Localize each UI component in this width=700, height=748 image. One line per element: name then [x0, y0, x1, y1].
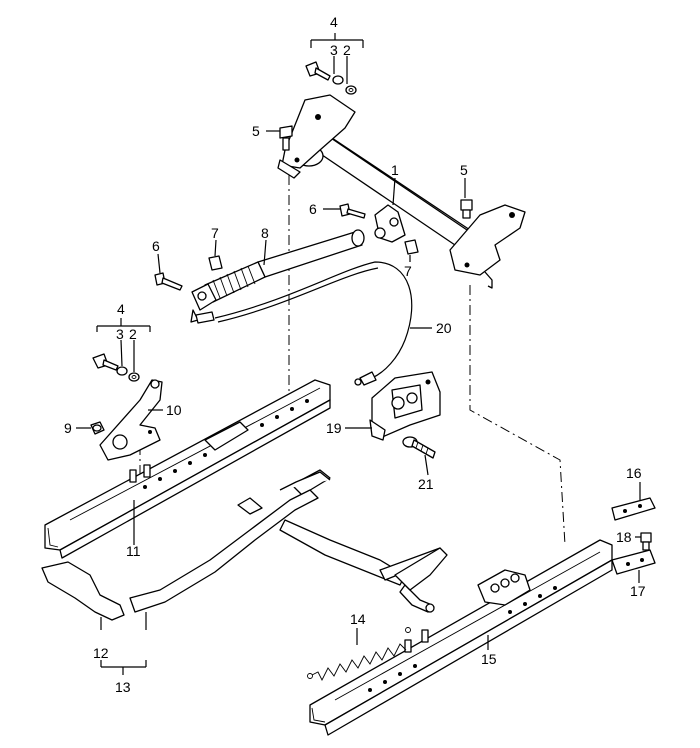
callout-10: 10 — [166, 402, 182, 418]
callout-4-left: 4 — [117, 301, 125, 317]
callout-13: 13 — [115, 679, 131, 695]
callout-6-upper: 6 — [309, 201, 317, 217]
callout-5-left: 5 — [252, 123, 260, 139]
bracket-part-10 — [99, 379, 163, 461]
callout-labels: 4 3 2 5 5 1 6 7 8 6 7 4 20 3 2 10 9 19 1… — [64, 14, 646, 695]
callout-1: 1 — [391, 162, 399, 178]
callout-21: 21 — [418, 476, 434, 492]
cable-part-20 — [195, 261, 413, 386]
callout-7-left: 7 — [211, 225, 219, 241]
rail-11-holes — [143, 399, 309, 489]
callout-3-top: 3 — [330, 42, 338, 58]
callout-11: 11 — [126, 543, 141, 559]
callout-12: 12 — [93, 645, 109, 661]
callout-20: 20 — [436, 320, 452, 336]
callout-8: 8 — [261, 225, 269, 241]
callout-5-right: 5 — [460, 162, 468, 178]
crossbar-frame — [279, 469, 448, 613]
callout-2-left: 2 — [129, 326, 137, 342]
release-bar — [129, 489, 319, 613]
brackets-parts-16-17-18 — [611, 497, 656, 575]
left-rail-part-11 — [44, 379, 331, 559]
lever-housing-part-19 — [369, 371, 441, 441]
handle-part-12 — [41, 561, 125, 621]
callout-9: 9 — [64, 420, 72, 436]
right-rail-part-15 — [309, 539, 613, 736]
callout-4-top: 4 — [330, 14, 338, 30]
cross-tube-part-1 — [277, 94, 526, 289]
gas-spring-part-8 — [190, 229, 365, 323]
nut-part-9 — [90, 421, 105, 435]
callout-3-left: 3 — [116, 326, 124, 342]
callout-2-top: 2 — [343, 42, 351, 58]
bolt-washer-set-left — [92, 353, 140, 382]
rail-15-holes — [368, 586, 557, 692]
callout-18: 18 — [616, 529, 632, 545]
callout-14: 14 — [350, 611, 366, 627]
leader-lines — [76, 33, 641, 675]
screw-part-21 — [402, 436, 436, 459]
callout-19: 19 — [326, 420, 342, 436]
callout-6-lower: 6 — [152, 238, 160, 254]
callout-15: 15 — [481, 651, 497, 667]
bolts-and-nuts — [154, 125, 473, 291]
callout-7-right: 7 — [404, 263, 412, 279]
spring-part-14 — [307, 627, 411, 682]
callout-16: 16 — [626, 465, 642, 481]
bolt-washer-set-top — [305, 61, 357, 95]
callout-17: 17 — [630, 583, 646, 599]
